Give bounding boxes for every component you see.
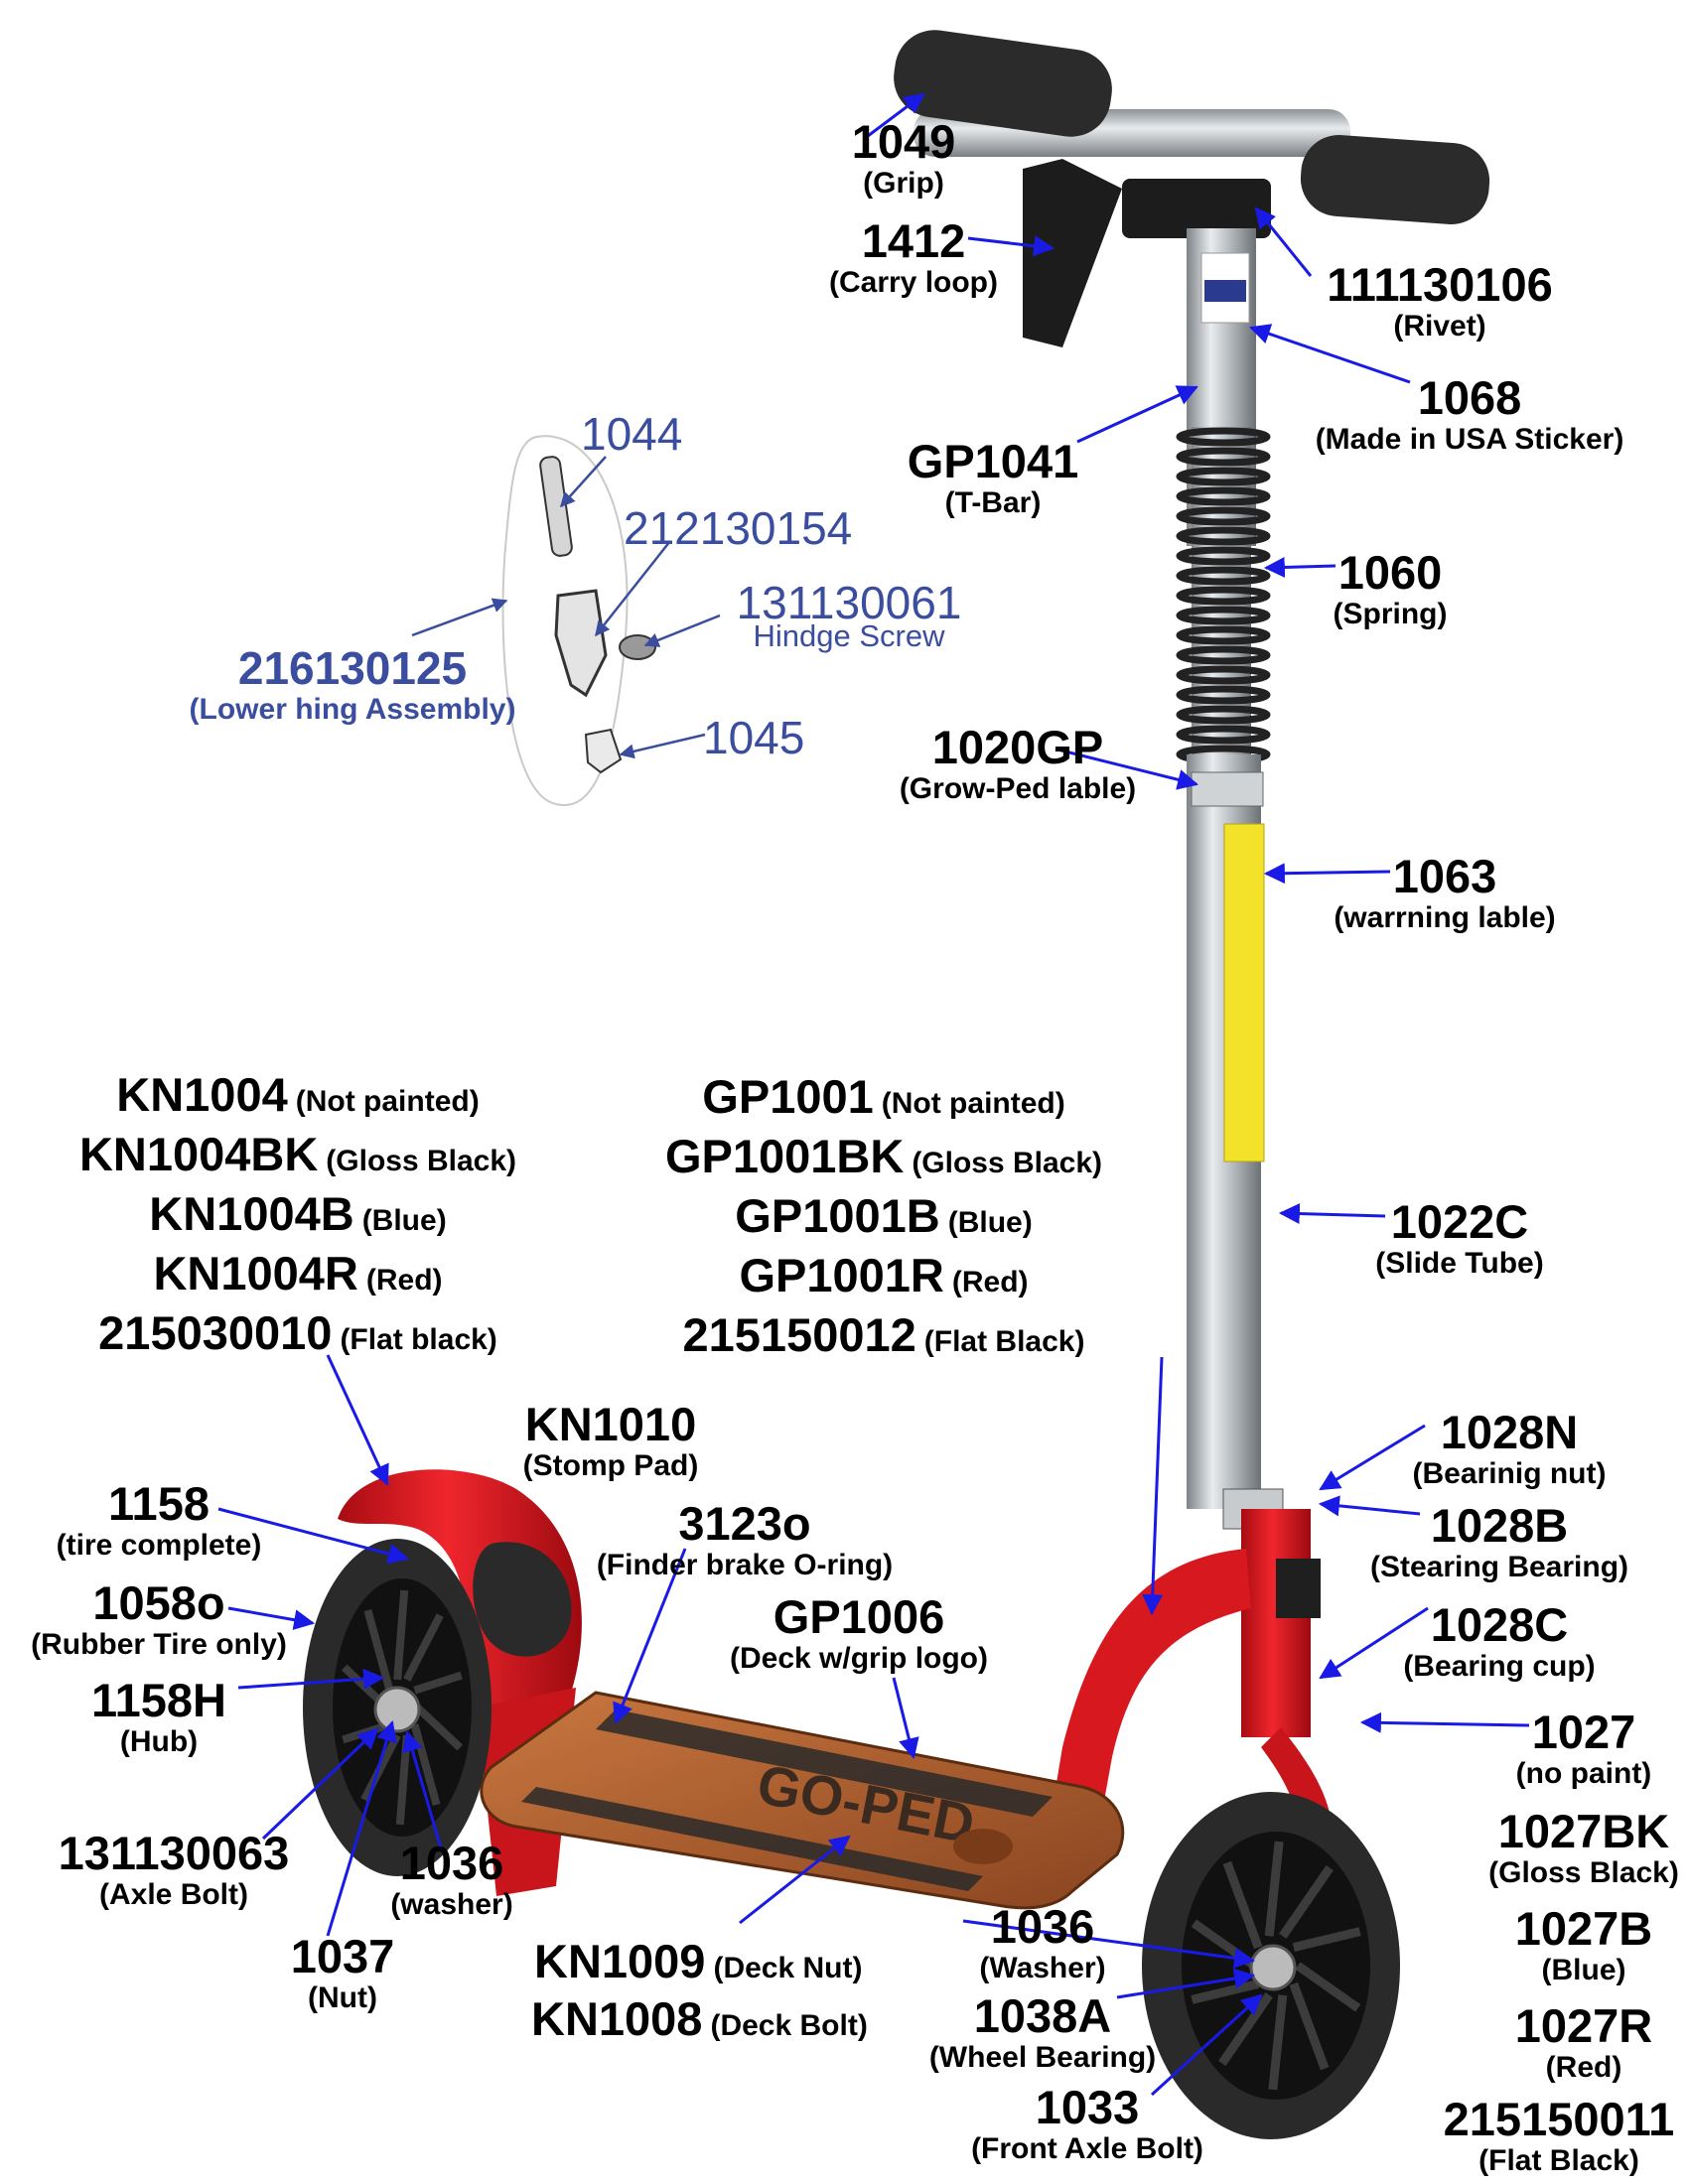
grow-ped-label xyxy=(1191,771,1264,807)
label-washer-front: 1036(Washer) xyxy=(979,1900,1106,1985)
label-rubber-tire: 1058o(Rubber Tire only) xyxy=(31,1576,287,1662)
hinge-inset xyxy=(501,435,656,807)
frame-item: GP1001B(Blue) xyxy=(735,1189,1033,1242)
label-deck: GP1006(Deck w/grip logo) xyxy=(729,1590,988,1676)
frame xyxy=(338,1469,1334,1896)
frame-item: GP1001BK(Gloss Black) xyxy=(664,1130,1103,1182)
right-grip xyxy=(1300,135,1490,224)
frame-item: 215150012(Flat Black) xyxy=(682,1308,1085,1361)
label-tire-complete: 1158(tire complete) xyxy=(56,1477,262,1563)
label-front-axle: 1033(Front Axle Bolt) xyxy=(971,2081,1203,2166)
rear-fender xyxy=(338,1469,582,1747)
head-tube xyxy=(1241,1509,1311,1737)
label-carry-loop: 1412(Carry loop) xyxy=(828,214,998,300)
inset-leader-arrows xyxy=(411,456,721,759)
fender-item: KN1004B(Blue) xyxy=(149,1187,447,1240)
deck: GO-PED xyxy=(480,1691,1125,1910)
rear-wheel xyxy=(303,1539,492,1876)
warning-label xyxy=(1223,823,1265,1162)
label-fork-b: 1027B(Blue) xyxy=(1514,1902,1653,1987)
fender-item: KN1004BK(Gloss Black) xyxy=(78,1128,517,1180)
label-fork-flat: 215150011(Flat Black) xyxy=(1443,2093,1675,2178)
label-stomp-pad: KN1010(Stomp Pad) xyxy=(522,1398,699,1483)
carry-loop-strap xyxy=(1023,159,1122,347)
inset-label-1045: 1045 xyxy=(703,712,805,763)
leader-arrows xyxy=(217,92,1530,2097)
label-sticker: 1068(Made in USA Sticker) xyxy=(1315,371,1624,457)
label-deck-nut: KN1009(Deck Nut) xyxy=(534,1935,863,1987)
fender-item: 215030010(Flat black) xyxy=(98,1306,497,1359)
label-hub: 1158H(Hub) xyxy=(91,1674,226,1759)
label-bearing-nut: 1028N(Bearinig nut) xyxy=(1412,1406,1607,1491)
hinge-screw xyxy=(619,634,656,660)
front-hub xyxy=(1249,1944,1297,1991)
deck-grip-top xyxy=(596,1709,1053,1817)
label-oring: 3123o(Finder brake O-ring) xyxy=(596,1497,894,1582)
label-spring: 1060(Spring) xyxy=(1333,546,1448,631)
label-washer-rear: 1036(washer) xyxy=(390,1837,513,1922)
deck-hole xyxy=(953,1829,1013,1864)
inset-label-1044: 1044 xyxy=(581,408,683,460)
label-fork-r: 1027R(Red) xyxy=(1514,1999,1653,2085)
label-steering-bearing: 1028B(Stearing Bearing) xyxy=(1369,1499,1629,1584)
label-deck-bolt: KN1008(Deck Bolt) xyxy=(531,1992,868,2045)
rear-hub xyxy=(373,1686,421,1733)
carry-loop-band xyxy=(1122,179,1271,238)
label-rivet: 111130106(Rivet) xyxy=(1327,258,1553,343)
label-fork: 1027(no paint) xyxy=(1515,1706,1652,1791)
deck-grip-bottom xyxy=(521,1787,983,1891)
hinge-nut xyxy=(584,728,623,774)
label-grow-ped: 1020GP(Grow-Ped lable) xyxy=(899,721,1137,806)
label-t-bar: GP1041(T-Bar) xyxy=(907,435,1079,520)
usa-flag-icon xyxy=(1204,280,1246,302)
fender-item: KN1004(Not painted) xyxy=(116,1068,480,1121)
handlebar xyxy=(894,30,1490,546)
frame-item: GP1001(Not painted) xyxy=(702,1070,1065,1123)
fender-part-list: KN1004(Not painted) KN1004BK(Gloss Black… xyxy=(40,1067,556,1365)
label-fork-bk: 1027BK(Gloss Black) xyxy=(1488,1805,1679,1890)
inset-label-212130154: 212130154 xyxy=(624,502,853,554)
label-slide-tube: 1022C(Slide Tube) xyxy=(1375,1195,1544,1281)
frame-part-list: GP1001(Not painted) GP1001BK(Gloss Black… xyxy=(626,1069,1142,1367)
fender-item: KN1004R(Red) xyxy=(153,1247,443,1299)
label-nut: 1037(Nut) xyxy=(290,1930,395,2015)
frame-item: GP1001R(Red) xyxy=(739,1249,1029,1301)
left-grip xyxy=(894,30,1112,137)
label-bearing-cup: 1028C(Bearing cup) xyxy=(1403,1598,1596,1684)
spring xyxy=(1176,427,1271,764)
label-wheel-bearing: 1038A(Wheel Bearing) xyxy=(928,1989,1157,2075)
head-tube-plate xyxy=(1276,1559,1321,1618)
inset-label-216130125: 216130125(Lower hing Assembly) xyxy=(189,642,516,726)
stomp-pad xyxy=(473,1542,572,1657)
label-axle-bolt: 131130063(Axle Bolt) xyxy=(58,1827,290,1912)
down-tube xyxy=(1043,1549,1251,1866)
label-grip: 1049(Grip) xyxy=(851,115,956,201)
label-warning: 1063(warrning lable) xyxy=(1334,850,1556,935)
hinge-body xyxy=(554,589,608,698)
front-wheel xyxy=(1142,1792,1400,2139)
